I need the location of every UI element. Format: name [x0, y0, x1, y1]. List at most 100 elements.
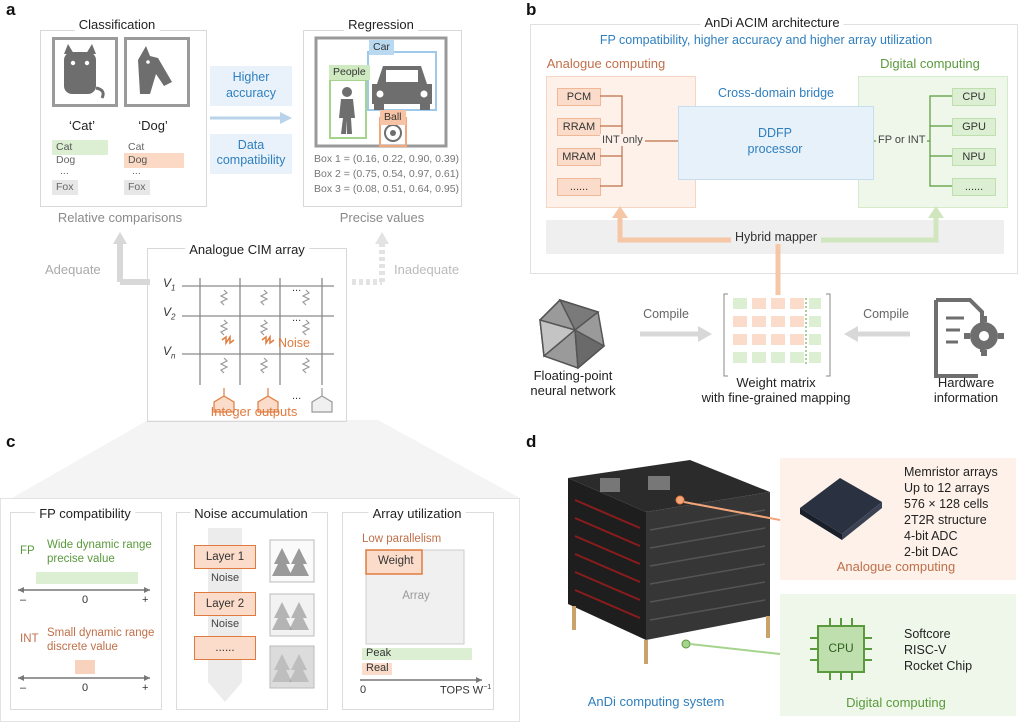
layer-1: Layer 1 — [194, 545, 256, 569]
weight-matrix-cells — [733, 298, 821, 363]
int-desc-l1: Small dynamic range — [47, 627, 155, 639]
dog-list-cat: Cat — [128, 141, 145, 153]
memristor-chip-icon — [800, 478, 882, 540]
higher-accuracy-bg — [210, 66, 292, 106]
fpnn-l2: neural network — [530, 383, 616, 398]
cim-array-title: Analogue CIM array — [185, 242, 309, 257]
panel-c-letter: c — [6, 432, 16, 451]
spec-adc: 4-bit ADC — [904, 529, 958, 543]
b-subtitle: FP compatibility, higher accuracy and hi… — [599, 33, 933, 47]
cat-list-dog: Dog — [56, 154, 76, 166]
fp-label: FP — [20, 545, 35, 557]
adc-1 — [213, 388, 235, 413]
hybrid-mapper-label: Hybrid mapper — [731, 230, 821, 244]
analog-mram: MRAM — [557, 148, 601, 166]
array-util-title: Array utilization — [368, 506, 466, 521]
dog-image — [124, 37, 190, 107]
noise-label-2: Noise — [210, 618, 240, 630]
b-title: AnDi ACIM architecture — [700, 15, 844, 30]
fpnn-l1: Floating-point — [533, 368, 613, 383]
data-compat-l2: compatibility — [216, 153, 286, 167]
digital-gpu: GPU — [952, 118, 996, 136]
classification-title: Classification — [74, 17, 160, 32]
reg-people-tag: People — [329, 65, 370, 80]
cat-list-dots: ... — [60, 165, 69, 177]
weight-matrix — [723, 293, 831, 377]
dog-list-fox: Fox — [124, 180, 150, 195]
int-label: INT — [20, 633, 39, 645]
noise-label: Noise — [278, 336, 310, 350]
real-label: Real — [366, 662, 389, 674]
digital-more: ...... — [952, 178, 996, 196]
layer-2: Layer 2 — [194, 592, 256, 616]
analogue-computing-title: Analogue computing — [546, 56, 666, 71]
grid-dots-2: ... — [292, 312, 302, 324]
dog-list-dog: Dog — [124, 153, 184, 168]
analog-pcm: PCM — [557, 88, 601, 106]
spec-dac: 2-bit DAC — [904, 545, 959, 559]
weight-matrix-l1: Weight matrix — [736, 375, 816, 390]
spec-memristor: Memristor arrays — [904, 465, 998, 479]
andi-system-label: AnDi computing system — [587, 694, 725, 709]
tops-label: TOPS W−1 — [440, 684, 492, 697]
spec-structure: 2T2R structure — [904, 513, 987, 527]
panel-d-letter: d — [526, 432, 537, 451]
label-cat: ‘Cat’ — [68, 118, 96, 133]
reg-car-tag: Car — [369, 40, 394, 55]
higher-accuracy-l1: Higher — [232, 70, 270, 84]
tree-image-3 — [269, 645, 315, 689]
digital-computing-title: Digital computing — [880, 56, 980, 71]
compile-left: Compile — [643, 307, 689, 321]
hardware-l1: Hardware — [937, 375, 995, 390]
cat-list-cat: Cat — [52, 140, 108, 155]
spec-rocket: Rocket Chip — [904, 659, 973, 673]
digital-callout-line — [689, 643, 781, 655]
cim-array-grid — [182, 278, 334, 385]
car-icon — [372, 66, 432, 110]
fp-range-bar — [36, 572, 138, 584]
higher-accuracy-l2: accuracy — [225, 86, 277, 100]
integer-outputs: Integer outputs — [210, 404, 298, 419]
resistors — [219, 289, 311, 374]
v2-label: V2 — [163, 305, 176, 322]
cpu-chip-label: CPU — [828, 641, 854, 655]
digital-cpu: CPU — [952, 88, 996, 106]
cross-domain-bridge: Cross-domain bridge — [717, 86, 835, 100]
weight-matrix-l2: with fine-grained mapping — [701, 390, 851, 405]
hardware-info-icon — [934, 298, 1004, 378]
inadequate-label: Inadequate — [394, 262, 460, 277]
box-1: Box 1 = (0.16, 0.22, 0.90, 0.39) — [314, 153, 460, 165]
regression-title: Regression — [344, 17, 418, 32]
layer-more: ...... — [194, 636, 256, 660]
zoom-funnel — [12, 420, 520, 498]
int-only-label: INT only — [600, 134, 645, 146]
spec-cells: 576 × 128 cells — [904, 497, 989, 511]
fp-desc-l1: Wide dynamic range — [47, 539, 152, 551]
noise-label-1: Noise — [210, 572, 240, 584]
digital-npu: NPU — [952, 148, 996, 166]
weight-rect — [365, 549, 423, 575]
box-3: Box 3 = (0.08, 0.51, 0.64, 0.95) — [314, 183, 460, 195]
fp-compat-title: FP compatibility — [35, 506, 135, 521]
hardware-l2: information — [933, 390, 999, 405]
andi-system-stack — [568, 460, 770, 664]
peak-label: Peak — [366, 647, 392, 659]
int-zero: 0 — [82, 682, 89, 694]
fpga-marker — [681, 639, 691, 649]
neural-network-icon — [539, 298, 606, 370]
analog-more: ...... — [557, 178, 601, 196]
label-dog: ‘Dog’ — [138, 118, 168, 133]
grid-dots-3: ... — [292, 390, 302, 402]
weight-label: Weight — [378, 555, 414, 567]
noise-resistors — [221, 334, 275, 346]
person-icon — [339, 87, 355, 134]
fp-desc-l2: precise value — [47, 553, 115, 565]
int-plus: + — [142, 682, 149, 694]
fp-plus: + — [142, 594, 149, 606]
ddfp-l2: processor — [747, 142, 803, 156]
array-label: Array — [402, 590, 430, 602]
dog-list-dots: ... — [132, 165, 141, 177]
